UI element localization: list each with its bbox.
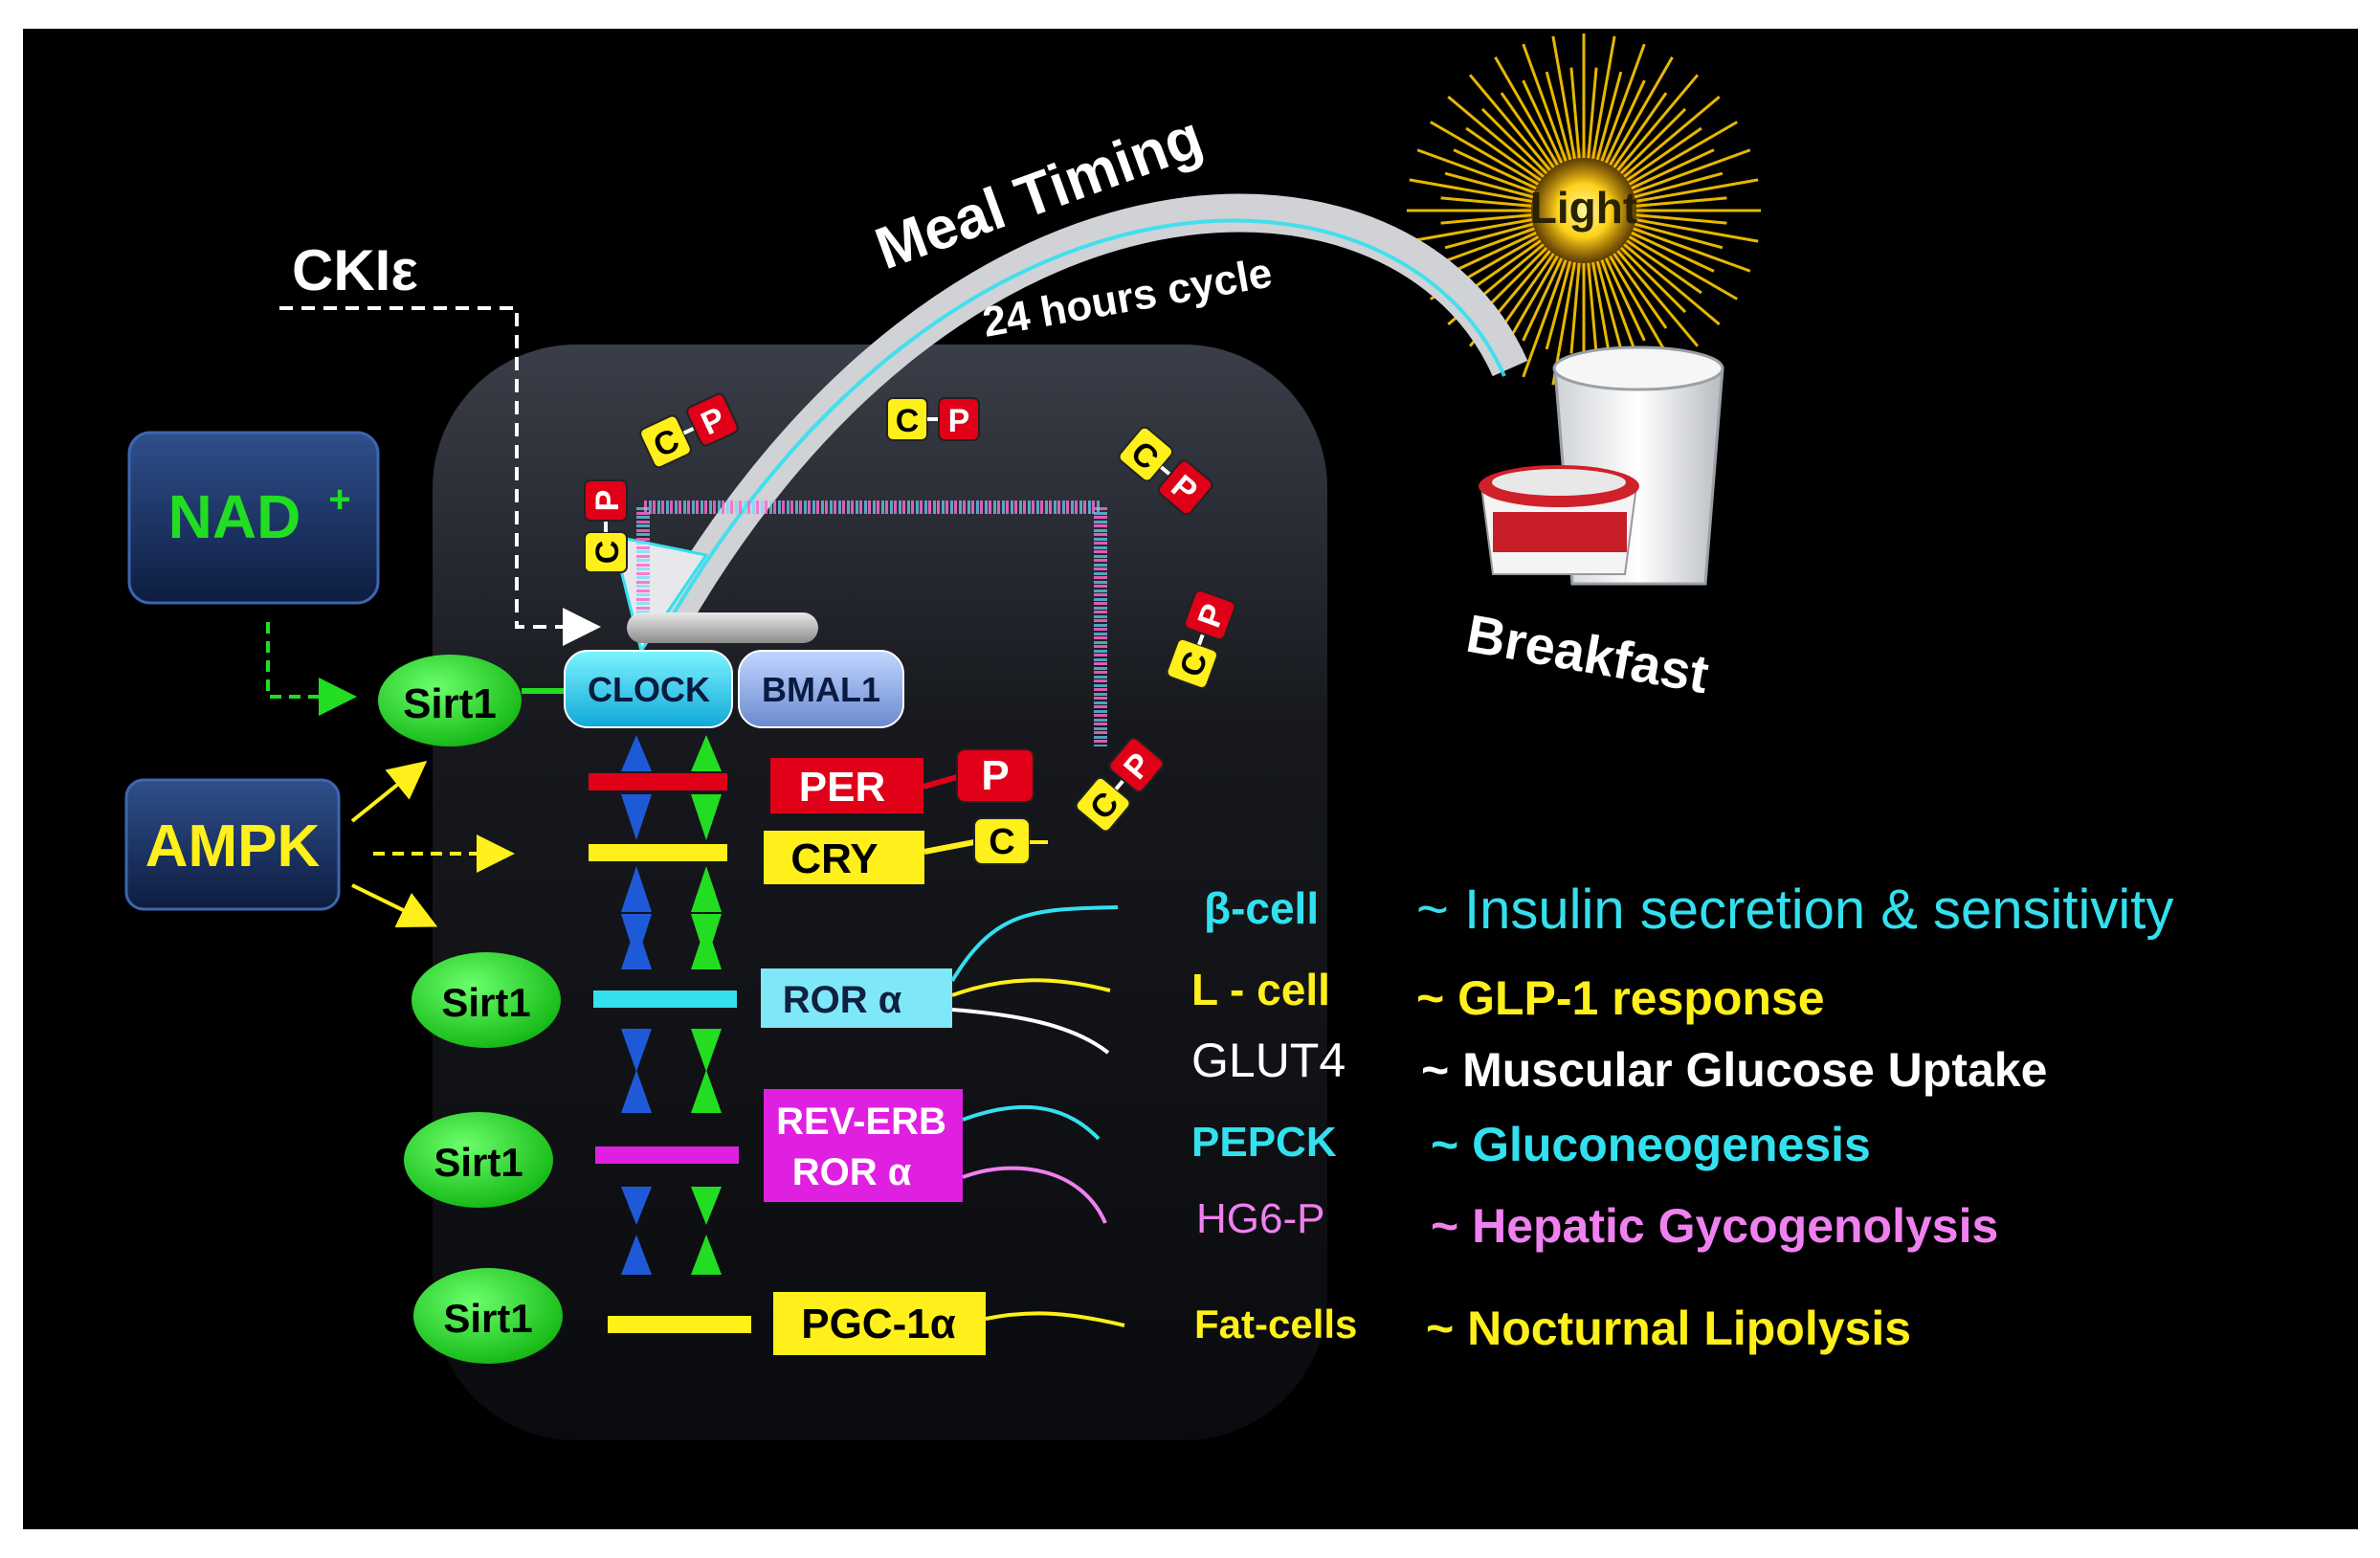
- cp-tag: CP: [584, 479, 628, 573]
- pgc-label: PGC-1α: [801, 1301, 956, 1347]
- connector-beta-cell: [950, 905, 1119, 983]
- sun-icon: [1407, 33, 1761, 388]
- nad-label: NAD: [168, 482, 301, 551]
- reverb-bar: [595, 1146, 739, 1164]
- svg-text:C: C: [896, 403, 920, 439]
- light-label: Light: [1530, 183, 1637, 233]
- svg-text:C: C: [989, 822, 1014, 862]
- triangle-mark: [691, 1029, 722, 1072]
- triangle-mark: [621, 735, 652, 771]
- output-effect-pepck: ~ Gluconeogenesis: [1431, 1118, 1871, 1171]
- output-effect-l: ~ GLP-1 response: [1416, 971, 1825, 1025]
- pgc-box: [773, 1292, 986, 1355]
- cp-tag: CP: [1166, 590, 1236, 689]
- cp-tag: CP: [1118, 426, 1213, 516]
- triangle-mark: [691, 1235, 722, 1275]
- nad-dashed-arrow: [266, 622, 357, 716]
- sirt1-node: Sirt1: [411, 952, 561, 1048]
- triangle-mark: [621, 1187, 652, 1225]
- svg-text:Sirt1: Sirt1: [443, 1296, 532, 1341]
- reverb-label: REV-ERB: [776, 1101, 946, 1143]
- feedback-triangles: [621, 735, 722, 1275]
- sirt1-node: Sirt1: [378, 655, 522, 746]
- connector-glut4: [951, 1008, 1110, 1055]
- output-effect-glut4: ~ Muscular Glucose Uptake: [1421, 1043, 2047, 1097]
- cry-bar: [589, 844, 727, 861]
- svg-text:Sirt1: Sirt1: [434, 1140, 523, 1185]
- svg-text:Sirt1: Sirt1: [403, 680, 497, 727]
- triangle-mark: [621, 794, 652, 840]
- triangle-mark: [621, 1070, 652, 1113]
- sirt1-node: Sirt1: [404, 1112, 553, 1208]
- triangle-mark: [621, 924, 652, 969]
- triangle-mark: [691, 794, 722, 840]
- cki-dashed-arrow: [279, 306, 601, 646]
- ror-label: ROR α: [783, 979, 902, 1021]
- cry-box: [764, 831, 924, 884]
- ampk-arrow-up: [350, 760, 428, 823]
- pgc-bar: [608, 1316, 751, 1333]
- output-cell-pepck: PEPCK: [1191, 1119, 1337, 1166]
- triangle-mark: [691, 1070, 722, 1113]
- cki-label: CKIε: [292, 238, 418, 302]
- promoter-capsule: [627, 612, 818, 643]
- ampk-box: [124, 778, 341, 911]
- triangle-mark: [691, 866, 722, 912]
- output-cell-fat: Fat-cells: [1194, 1302, 1357, 1347]
- triangle-mark: [691, 735, 722, 771]
- output-effect-fat: ~ Nocturnal Lipolysis: [1426, 1302, 1911, 1355]
- yogurt-cup-icon: [1479, 465, 1639, 575]
- ampk-label: AMPK: [145, 813, 321, 879]
- per-label: PER: [799, 764, 885, 811]
- output-list: β-cell ~ Insulin secretion & sensitivity…: [1191, 879, 2173, 1355]
- sirt1-node: Sirt1: [413, 1268, 563, 1364]
- breakfast-label: Breakfast: [1462, 603, 1713, 704]
- triangle-mark: [691, 924, 722, 969]
- svg-text:P: P: [589, 490, 626, 512]
- output-cell-beta: β-cell: [1204, 883, 1319, 933]
- svg-text:P: P: [981, 752, 1009, 799]
- clock-label: CLOCK: [588, 670, 710, 709]
- ror-box: [761, 968, 952, 1028]
- ror-bar: [593, 990, 737, 1008]
- connector-l-cell: [951, 978, 1111, 997]
- connector-hg6p: [962, 1166, 1107, 1224]
- svg-text:C: C: [589, 541, 626, 565]
- ampk-arrow-down: [351, 883, 438, 927]
- per-phospho-tag: [956, 748, 1034, 803]
- bmal1-label: BMAL1: [762, 670, 880, 709]
- nad-box: [127, 431, 380, 605]
- triangle-mark: [621, 1235, 652, 1275]
- triangle-mark: [691, 1187, 722, 1225]
- triangle-mark: [621, 866, 652, 912]
- cp-tag: CP: [1075, 737, 1165, 833]
- output-effect-hg6p: ~ Hepatic Gycogenolysis: [1431, 1199, 1998, 1253]
- clock-box: [564, 650, 733, 728]
- connector-fat-cells: [985, 1311, 1125, 1327]
- reverb-ror-label: ROR α: [792, 1151, 912, 1193]
- per-bar: [589, 773, 727, 790]
- cry-label: CRY: [790, 835, 878, 882]
- reverb-box: [764, 1089, 963, 1202]
- svg-text:Sirt1: Sirt1: [441, 980, 530, 1025]
- output-effect-beta: ~ Insulin secretion & sensitivity: [1416, 879, 2173, 941]
- per-box: [770, 758, 923, 813]
- output-cell-l: L - cell: [1191, 965, 1330, 1014]
- triangle-mark: [621, 1029, 652, 1072]
- svg-text:P: P: [948, 403, 970, 439]
- cp-tag: CP: [639, 392, 739, 469]
- connector-pepck: [962, 1104, 1101, 1141]
- nad-superscript: +: [328, 479, 350, 521]
- output-cell-hg6p: HG6-P: [1196, 1195, 1324, 1242]
- output-cell-glut4: GLUT4: [1191, 1034, 1346, 1087]
- bmal1-box: [738, 650, 904, 728]
